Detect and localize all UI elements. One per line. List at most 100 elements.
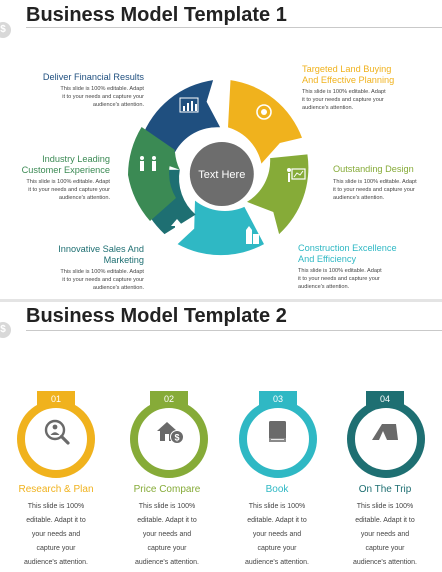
step-number-tab: 02	[150, 391, 188, 407]
upload-tray-icon	[170, 219, 184, 235]
item-label-customer: Industry Leading Customer Experience	[2, 154, 110, 176]
slide-corner-icon: $	[0, 322, 11, 338]
desc-line: capture your	[147, 545, 187, 552]
slide2-title-rule	[26, 330, 442, 331]
desc-line: This slide is 100% editable. Adapt	[302, 89, 386, 95]
item-desc-financial: This slide is 100% editable. Adapt it to…	[40, 85, 144, 109]
cycle-segment-financial	[141, 80, 221, 153]
step-title: Book	[265, 484, 289, 495]
slide2-title: Business Model Template 2	[26, 305, 287, 327]
desc-line: This slide is 100%	[248, 503, 306, 510]
desc-line: your needs and	[360, 531, 410, 538]
desc-line: audience's attention.	[135, 559, 199, 566]
desc-line: This slide is 100% editable. Adapt	[298, 268, 382, 274]
desc-line: it to your needs and capture your	[62, 94, 144, 100]
desc-line: capture your	[257, 545, 297, 552]
step-title: Research & Plan	[18, 484, 94, 495]
desc-line: editable. Adapt it to	[26, 517, 86, 524]
item-label-line: Deliver Financial Results	[42, 72, 144, 82]
item-desc-design: This slide is 100% editable. Adapt it to…	[333, 178, 437, 202]
item-label-line: And Effective Planning	[302, 75, 395, 85]
slide1-title: Business Model Template 1	[26, 4, 287, 26]
item-label-line: Marketing	[103, 255, 144, 265]
step-desc: This slide is 100% editable. Adapt it to…	[227, 500, 327, 570]
desc-line: it to your needs and capture your	[302, 97, 384, 103]
item-label-financial: Deliver Financial Results	[20, 72, 144, 83]
desc-line: audience's attention.	[302, 105, 354, 111]
slide-business-model-1: $ Business Model Template 1 Text Here	[0, 4, 442, 292]
tent-icon	[372, 424, 398, 440]
cycle-diagram: Text Here	[128, 80, 309, 256]
item-label-line: Innovative Sales And	[58, 244, 144, 254]
desc-line: it to your needs and capture your	[28, 187, 110, 193]
item-label-land-buying: Targeted Land Buying And Effective Plann…	[302, 64, 422, 86]
two-people-icon	[140, 156, 156, 171]
desc-line: editable. Adapt it to	[247, 517, 307, 524]
desc-line: This slide is 100% editable. Adapt	[60, 86, 144, 92]
presentation-board-icon	[287, 168, 306, 182]
desc-line: This slide is 100%	[356, 503, 414, 510]
item-label-design: Outstanding Design	[333, 164, 433, 175]
desc-line: it to your needs and capture your	[62, 277, 144, 283]
step-number-tab: 03	[259, 391, 297, 407]
desc-line: it to your needs and capture your	[333, 187, 415, 193]
step-desc: This slide is 100% editable. Adapt it to…	[117, 500, 217, 570]
desc-line: This slide is 100% editable. Adapt	[333, 179, 417, 185]
desc-line: audience's attention.	[353, 559, 417, 566]
step-title: On The Trip	[358, 484, 412, 495]
desc-line: your needs and	[142, 531, 192, 538]
magnifier-person-icon	[44, 419, 70, 445]
slide1-title-rule	[26, 27, 442, 28]
cycle-segment-construction	[177, 200, 264, 256]
bar-chart-icon	[179, 97, 199, 113]
item-label-line: Construction Excellence	[298, 243, 397, 253]
house-dollar-icon: $	[157, 422, 184, 444]
item-label-line: And Efficiency	[298, 254, 357, 264]
center-text: Text Here	[198, 169, 245, 181]
item-label-line: Industry Leading	[42, 154, 110, 164]
item-label-sales: Innovative Sales And Marketing	[24, 244, 144, 266]
step-number-tab: 01	[37, 391, 75, 407]
desc-line: This slide is 100%	[138, 503, 196, 510]
step-number-tab: 04	[366, 391, 404, 407]
desc-line: audience's attention.	[245, 559, 309, 566]
desc-line: audience's attention.	[298, 284, 350, 290]
item-label-line: Customer Experience	[21, 165, 110, 175]
desc-line: audience's attention.	[92, 285, 144, 291]
item-label-construction: Construction Excellence And Efficiency	[298, 243, 418, 265]
desc-line: This slide is 100% editable. Adapt	[26, 179, 110, 185]
desc-line: audience's attention.	[92, 102, 144, 108]
buildings-icon	[246, 226, 259, 244]
step-title: Price Compare	[133, 484, 201, 495]
item-desc-land-buying: This slide is 100% editable. Adapt it to…	[302, 88, 406, 112]
desc-line: This slide is 100%	[27, 503, 85, 510]
desc-line: editable. Adapt it to	[355, 517, 415, 524]
item-desc-customer: This slide is 100% editable. Adapt it to…	[6, 178, 110, 202]
desc-line: audience's attention.	[58, 195, 110, 201]
desc-line: your needs and	[252, 531, 302, 538]
cycle-segment-design	[247, 154, 309, 235]
desc-line: This slide is 100% editable. Adapt	[60, 269, 144, 275]
cycle-segment-land-buying	[228, 80, 302, 164]
target-icon	[256, 104, 272, 120]
desc-line: editable. Adapt it to	[137, 517, 197, 524]
slide-divider	[0, 299, 442, 302]
desc-line: capture your	[365, 545, 405, 552]
desc-line: capture your	[36, 545, 76, 552]
desc-line: it to your needs and capture your	[298, 276, 380, 282]
item-desc-sales: This slide is 100% editable. Adapt it to…	[40, 268, 144, 292]
step-desc: This slide is 100% editable. Adapt it to…	[335, 500, 435, 570]
slide-business-model-2: $ Business Model Template 2 01 Research …	[0, 302, 442, 572]
desc-line: audience's attention.	[24, 559, 88, 566]
svg-text:$: $	[174, 433, 179, 443]
item-label-line: Targeted Land Buying	[302, 64, 392, 74]
cycle-segment-customer	[128, 127, 176, 221]
desc-line: audience's attention.	[333, 195, 385, 201]
desc-line: your needs and	[31, 531, 81, 538]
item-label-line: Outstanding Design	[333, 164, 414, 174]
step-desc: This slide is 100% editable. Adapt it to…	[6, 500, 106, 570]
item-desc-construction: This slide is 100% editable. Adapt it to…	[298, 267, 402, 291]
book-icon	[269, 421, 286, 442]
center-circle	[189, 142, 254, 206]
slide-corner-icon: $	[0, 22, 11, 38]
